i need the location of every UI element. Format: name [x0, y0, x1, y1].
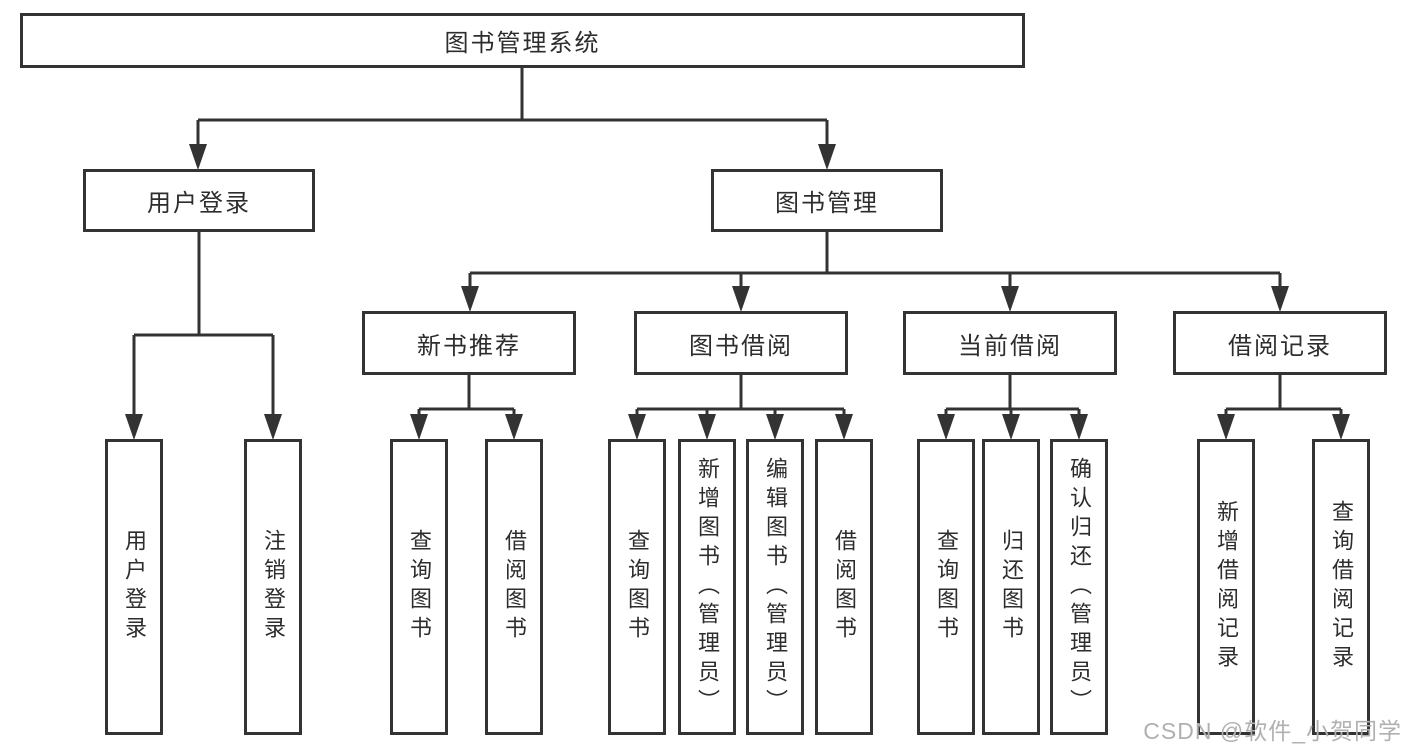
node-leaf-query-books-1: 查询图书 [390, 439, 448, 735]
node-current-borrowing: 当前借阅 [903, 311, 1117, 375]
node-leaf-borrow-books-1: 借阅图书 [485, 439, 543, 735]
connector-new-books-to-children [410, 375, 523, 440]
connector-book-borrow-to-children [628, 375, 853, 440]
node-leaf-query-books-2: 查询图书 [608, 439, 666, 735]
node-leaf-confirm-return-admin: 确认归还（管理员） [1050, 439, 1108, 735]
node-leaf-logout: 注销登录 [244, 439, 302, 735]
node-user-login-branch: 用户登录 [83, 169, 315, 232]
node-leaf-edit-books-admin: 编辑图书（管理员） [746, 439, 804, 735]
node-leaf-query-borrow-record: 查询借阅记录 [1312, 439, 1370, 735]
connector-current-borrow-to-children [937, 375, 1088, 440]
node-borrowing-records: 借阅记录 [1173, 311, 1387, 375]
node-leaf-query-books-3: 查询图书 [917, 439, 975, 735]
connector-root-to-level2 [189, 68, 836, 170]
node-leaf-add-borrow-record: 新增借阅记录 [1197, 439, 1255, 735]
connector-borrow-records-to-children [1217, 375, 1350, 440]
node-library-management-system: 图书管理系统 [20, 13, 1025, 68]
node-new-book-recommend: 新书推荐 [362, 311, 576, 375]
node-leaf-add-books-admin: 新增图书（管理员） [678, 439, 736, 735]
node-book-borrowing: 图书借阅 [634, 311, 848, 375]
node-leaf-borrow-books-2: 借阅图书 [815, 439, 873, 735]
connector-book-mgmt-to-level3 [461, 232, 1289, 312]
node-book-management-branch: 图书管理 [711, 169, 943, 232]
connector-user-login-to-children [125, 232, 282, 440]
node-leaf-user-login: 用户登录 [105, 439, 163, 735]
node-leaf-return-books: 归还图书 [982, 439, 1040, 735]
